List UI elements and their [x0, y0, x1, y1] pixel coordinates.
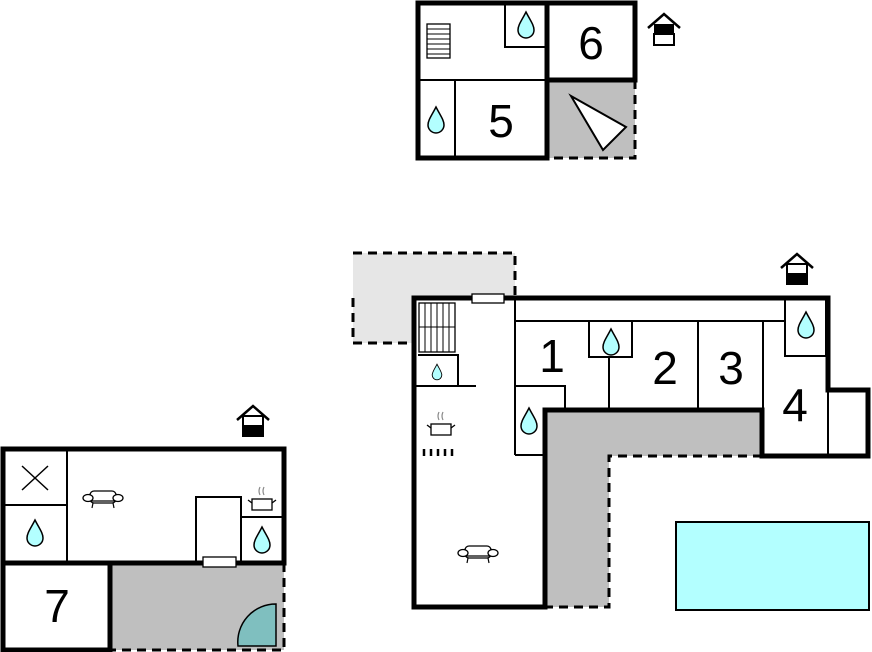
stove-icon — [422, 449, 454, 456]
bathroom-drop-icon — [427, 106, 445, 134]
terrace — [545, 410, 762, 607]
room-2-label: 2 — [652, 342, 678, 394]
kitchen-pot-icon — [247, 486, 277, 511]
bathroom — [588, 320, 633, 358]
room-7-label: 7 — [44, 580, 70, 632]
bathroom-drop-icon — [431, 363, 443, 381]
door-swing-icon — [237, 603, 277, 647]
bathroom-drop-icon — [517, 11, 535, 39]
room-5-label: 5 — [488, 95, 514, 147]
bathroom-drop-icon — [26, 519, 44, 547]
room-6-label: 6 — [578, 17, 604, 69]
bathroom-drop-icon — [253, 526, 271, 554]
stairs-icon — [418, 302, 456, 353]
kitchen-pot-icon — [426, 411, 456, 436]
left-building: 7 — [0, 404, 287, 652]
entrance-house-icon — [647, 12, 681, 46]
sofa-icon — [457, 545, 499, 564]
terrace-edge — [547, 80, 637, 160]
window — [471, 293, 505, 304]
bathroom-drop-icon — [520, 407, 538, 435]
window — [202, 556, 237, 568]
entrance-house-icon — [780, 252, 814, 285]
bathroom-drop-icon — [602, 328, 620, 356]
x-mark-icon — [21, 465, 49, 491]
room-3-label: 3 — [718, 342, 744, 394]
room-4-label: 4 — [782, 379, 808, 431]
stairs-icon — [426, 23, 451, 59]
main-building: 1 2 3 4 — [351, 251, 871, 611]
top-building: 6 5 — [415, 0, 681, 161]
cabinet — [195, 496, 242, 564]
room-1-label: 1 — [539, 330, 565, 382]
sofa-icon — [82, 490, 124, 509]
tent-icon — [568, 93, 628, 152]
entrance-house-icon — [236, 404, 270, 437]
bathroom-drop-icon — [797, 311, 815, 339]
pool — [675, 521, 870, 611]
